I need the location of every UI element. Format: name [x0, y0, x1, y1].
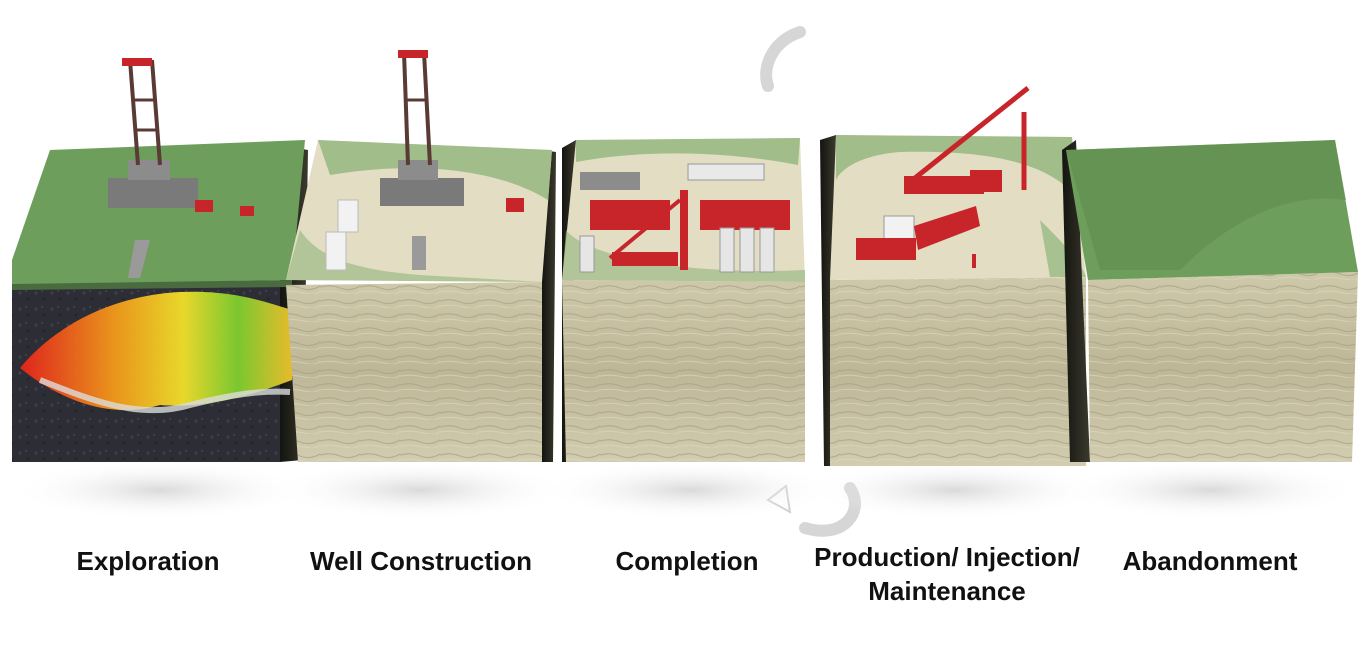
stage-label-production-line2: Maintenance	[868, 576, 1026, 606]
drilling-rig-icon	[325, 50, 524, 271]
stage-label-abandonment: Abandonment	[1122, 546, 1298, 576]
stage-label-production-line1: Production/ Injection/	[814, 542, 1080, 572]
block-well-construction	[270, 50, 570, 520]
frac-fleet-icon	[579, 163, 790, 273]
stage-label-production: Production/ Injection/ Maintenance	[782, 540, 1112, 608]
block-production	[805, 86, 1105, 520]
block-completion	[540, 138, 840, 520]
service-rig-icon	[856, 86, 1030, 268]
drilling-rig-icon	[108, 58, 254, 278]
stage-label-well-construction: Well Construction	[310, 546, 532, 576]
block-exploration	[10, 58, 310, 520]
stage-label-exploration: Exploration	[76, 546, 220, 576]
block-abandonment	[1060, 140, 1360, 520]
stage-label-completion: Completion	[615, 546, 759, 576]
